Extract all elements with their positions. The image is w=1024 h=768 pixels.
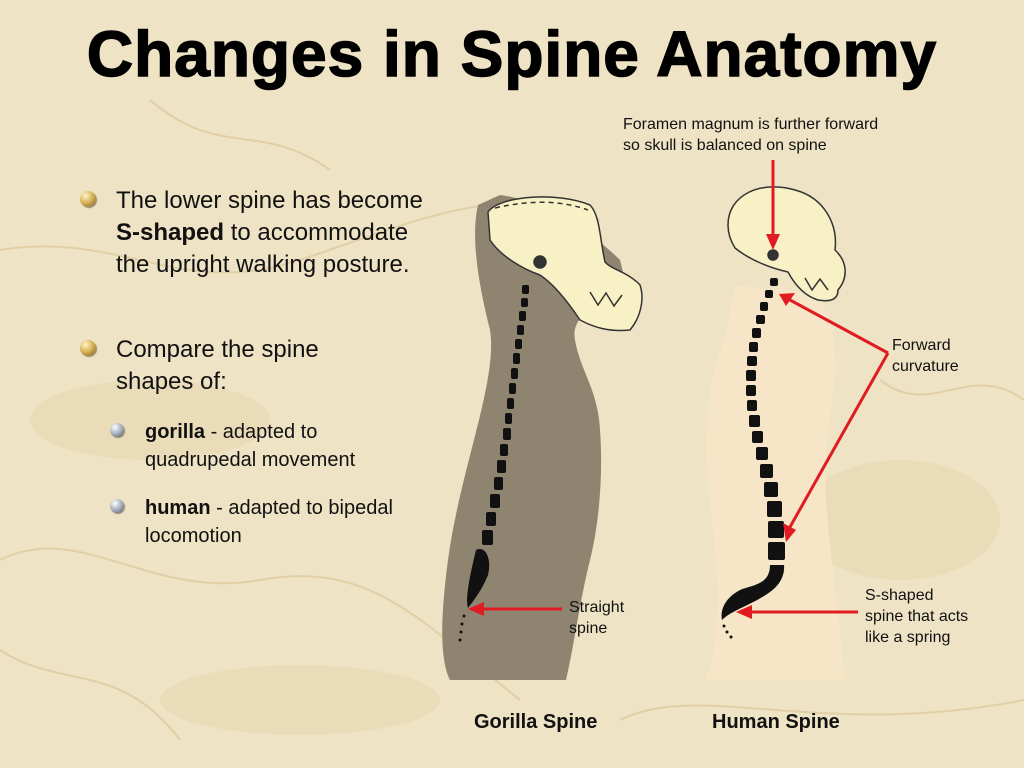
gorilla-spine-vertebrae (458, 285, 529, 642)
human-spine-vertebrae (721, 278, 785, 639)
bullet-text-bold: S-shaped (116, 219, 225, 246)
sub-bullet-text: - adapted to bipedal locomotion (145, 497, 393, 547)
sub-bullet-bold: gorilla (145, 421, 206, 443)
page-title: Changes in Spine Anatomy (86, 18, 938, 90)
bullet-item-compare: Compare the spine shapes of: (80, 334, 400, 398)
label-foramen-magnum: Foramen magnum is further forward so sku… (623, 116, 879, 154)
bullet-text-pre: The lower spine has become (116, 187, 423, 214)
gold-sphere-bullet-icon (80, 191, 96, 207)
sub-bullet-human: human - adapted to bipedal locomotion (110, 494, 410, 550)
caption-human-spine: Human Spine (712, 711, 840, 733)
gorilla-body-silhouette (442, 195, 630, 680)
gorilla-skull-icon (487, 196, 643, 332)
caption-gorilla-spine: Gorilla Spine (474, 711, 598, 733)
label-forward-curvature: Forward curvature (892, 337, 959, 375)
sub-bullet-gorilla: gorilla - adapted to quadrupedal movemen… (110, 418, 410, 474)
bullet-text-post: to accommodate the upright walking postu… (116, 219, 410, 278)
gold-sphere-bullet-icon (80, 340, 96, 356)
gray-sphere-bullet-icon (110, 499, 124, 513)
annotation-arrows (468, 160, 890, 619)
label-straight-spine: Straight spine (569, 599, 625, 637)
human-skull-icon (727, 186, 846, 302)
gray-sphere-bullet-icon (110, 423, 124, 437)
bullet-item-s-shaped: The lower spine has become S-shaped to a… (80, 185, 440, 281)
sub-bullet-text: - adapted to quadrupedal movement (145, 421, 356, 471)
sub-bullet-bold: human (145, 497, 211, 519)
label-s-shaped-spine: S-shaped spine that acts like a spring (865, 587, 969, 646)
bullet-text: Compare the spine shapes of: (116, 336, 319, 395)
